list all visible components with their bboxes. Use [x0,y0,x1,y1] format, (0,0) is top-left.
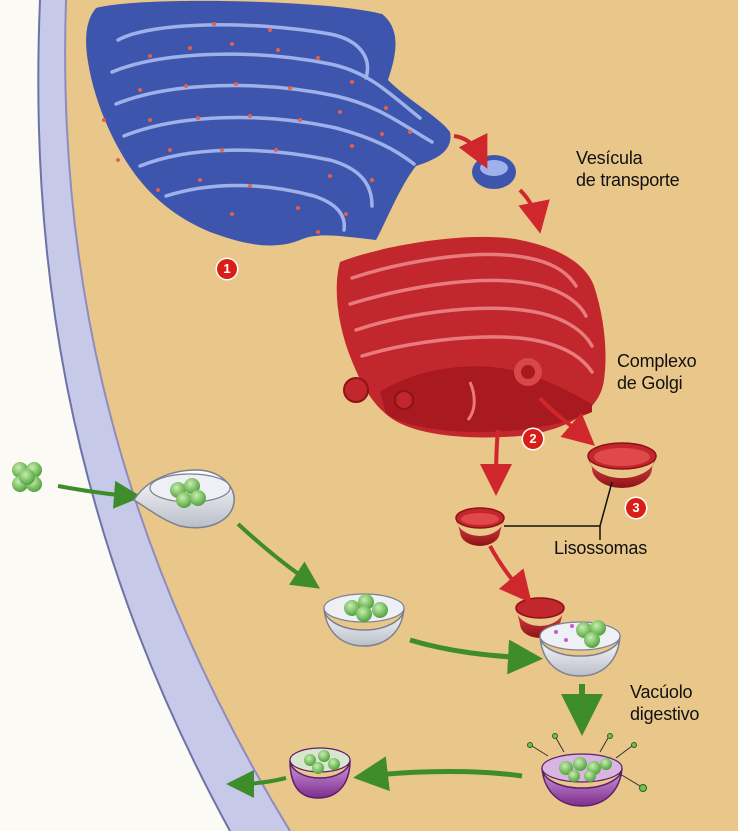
arrow-endocytosis [57,480,142,509]
step-badge-2: 2 [523,429,543,449]
phagosome [323,593,405,647]
arrow-exocytosis-out [226,769,287,798]
arrow-pocket-to-phagosome [236,522,320,589]
arrow-golgi-to-lysosome-1 [480,429,513,496]
label-vesicula-line1: Vesícula [576,148,643,168]
label-vesicula-line2: de transporte [576,170,680,190]
lysosome-left [455,507,505,546]
label-lisossomas: Lisossomas [554,538,648,558]
fusion-vesicle [539,620,621,677]
transport-vesicle [472,155,516,189]
arrow-golgi-to-lysosome-2 [538,396,596,446]
endoplasmic-reticulum [86,0,451,246]
label-vacuolo-line1: Vacúolo [630,682,693,702]
endocytic-pocket [132,469,235,529]
step-badge-3: 3 [626,498,646,518]
arrow-vacuole-to-exocytosis [353,756,523,792]
arrow-phagosome-to-fusion [409,637,543,675]
label-golgi-line1: Complexo [617,351,697,371]
label-vacuolo-line2: digestivo [630,704,700,724]
step-badge-1: 1 [217,259,237,279]
arrow-lysosome-to-phagosome [488,545,532,604]
food-particle-outside [12,462,42,492]
label-golgi-line2: de Golgi [617,373,683,393]
exocytosis-vesicle [289,747,351,799]
arrow-er-to-vesicle [453,132,488,169]
golgi-complex [336,236,606,438]
arrow-vesicle-to-golgi [518,188,550,234]
lysosome-right [587,442,657,488]
digestive-vacuole [527,733,647,807]
